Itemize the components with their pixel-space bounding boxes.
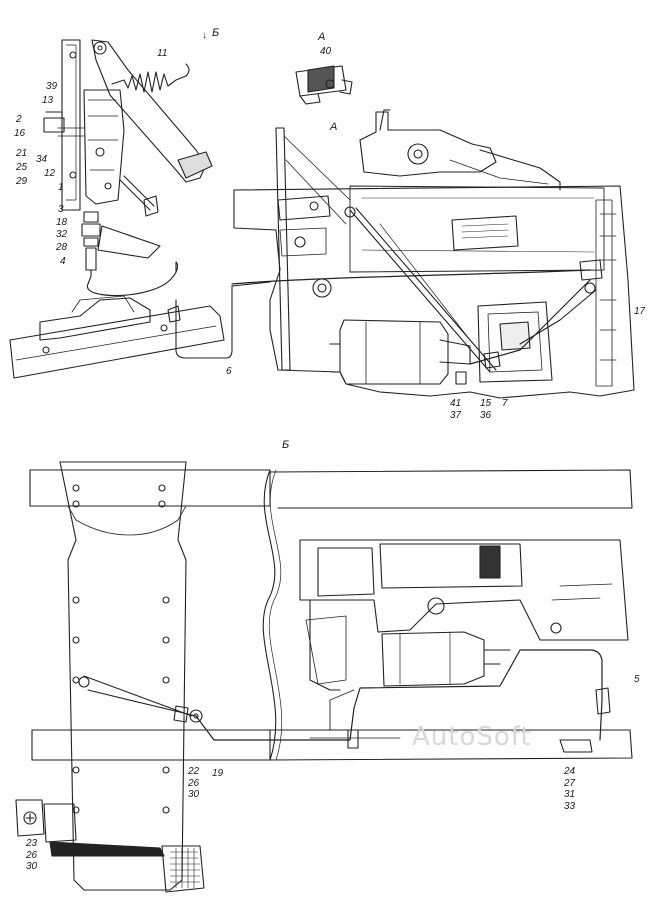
callout-3: 3 (58, 204, 64, 215)
callout-37: 37 (450, 409, 462, 421)
callout-24: 24 (564, 766, 576, 777)
callout-33: 33 (564, 800, 576, 812)
callout-12: 12 (44, 168, 56, 179)
callout-4: 4 (60, 256, 66, 267)
callout-6: 6 (226, 366, 232, 377)
callout-31: 31 (564, 789, 576, 800)
callout-41: 41 (450, 398, 462, 409)
callout-15: 15 (480, 398, 492, 409)
callout-32: 32 (56, 229, 68, 240)
view-a-label-top: А (318, 31, 326, 43)
callout-27: 27 (564, 777, 576, 789)
callout-group-22-26-30: 22 26 30 (188, 766, 199, 801)
callout-group-23-26-30: 23 26 30 (26, 838, 37, 873)
callout-22: 22 (188, 766, 200, 777)
callout-group-15-36: 15 36 (480, 398, 491, 421)
callout-21: 21 (16, 148, 28, 159)
callout-13: 13 (42, 95, 54, 106)
view-a-label-detail: А (330, 121, 338, 133)
callout-25: 25 (16, 162, 28, 173)
view-b-arrow-icon: ↓ (202, 30, 207, 41)
callout-26a: 26 (188, 777, 200, 789)
callout-26b: 26 (26, 849, 38, 861)
pedal-assembly (9, 39, 271, 379)
callout-34: 34 (36, 154, 48, 165)
callout-11: 11 (157, 48, 168, 59)
callout-16: 16 (14, 128, 26, 139)
callout-2: 2 (16, 114, 22, 125)
view-b-arrow-label: Б (212, 27, 220, 39)
gearbox-side-view (231, 109, 635, 399)
callout-17: 17 (634, 306, 646, 317)
callout-18: 18 (56, 217, 68, 228)
callout-19: 19 (212, 768, 224, 779)
callout-29: 29 (16, 176, 28, 187)
callout-30a: 30 (188, 789, 200, 800)
chassis-plan-view (15, 461, 633, 893)
callout-23: 23 (26, 838, 38, 849)
callout-28: 28 (56, 242, 68, 253)
callout-40: 40 (320, 46, 332, 57)
callout-5: 5 (634, 674, 640, 685)
watermark: AutoSoft (412, 722, 532, 752)
callout-1: 1 (58, 182, 64, 193)
detail-a-clamp (295, 65, 353, 105)
callout-group-24-27-31-33: 24 27 31 33 (564, 766, 575, 812)
callout-39: 39 (46, 81, 58, 92)
callout-36: 36 (480, 409, 492, 421)
callout-group-41-37: 41 37 (450, 398, 461, 421)
callout-30b: 30 (26, 861, 38, 872)
callout-7: 7 (502, 398, 508, 409)
view-b-label-section: Б (282, 439, 290, 451)
